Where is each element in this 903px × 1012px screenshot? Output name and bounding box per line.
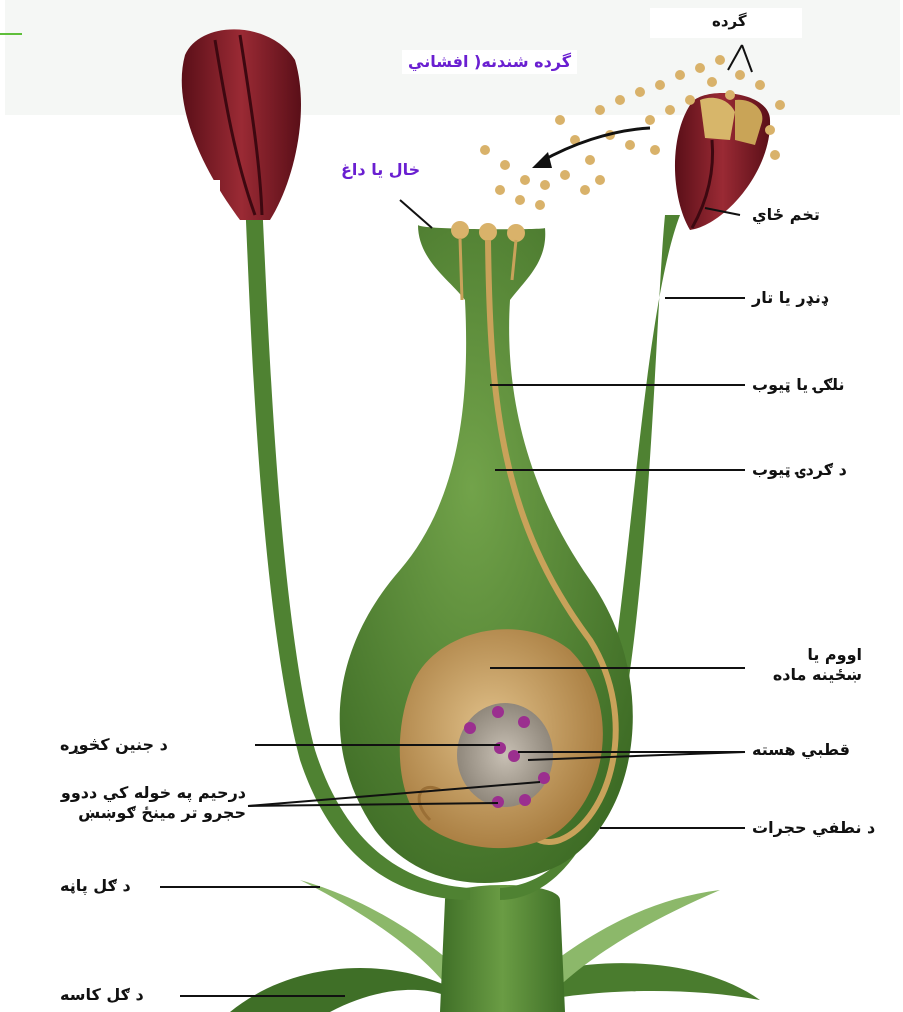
label-stigma: خال يا داغ bbox=[335, 158, 426, 182]
ovule bbox=[400, 629, 603, 848]
label-petal: د ګل پاڼه bbox=[60, 876, 131, 896]
label-sperm-nucleus: د نطفي حجرات bbox=[752, 818, 875, 838]
label-polar-nuclei: قطبي هسته bbox=[752, 740, 850, 760]
label-ovule-line1: اووم يا bbox=[752, 645, 862, 665]
label-pollination: گرده شندنه( افشاني bbox=[402, 50, 577, 74]
label-style: نلګۍ يا ټيوب bbox=[752, 375, 845, 395]
label-pollen-tube: د ګردۍ ټيوب bbox=[752, 460, 847, 480]
label-embryo-sac: د جنين کڅوړه bbox=[60, 735, 168, 755]
label-pollen: گرده bbox=[712, 12, 747, 31]
embryo-sac bbox=[457, 703, 553, 807]
label-ovule: اووم يا ښځينه ماده bbox=[752, 645, 862, 685]
blank-box bbox=[20, 180, 220, 255]
label-anther: تخم ځاي bbox=[752, 205, 820, 225]
label-antipodal-line1: درحيم په خوله کي ددوو bbox=[8, 783, 246, 803]
label-antipodal: درحيم په خوله کي ددوو حجرو تر مينځ ګوښښ bbox=[8, 783, 246, 823]
receptacle bbox=[440, 885, 565, 1012]
label-sepal: د ګل کاسه bbox=[60, 985, 144, 1005]
label-ovule-line2: ښځينه ماده bbox=[752, 665, 862, 685]
label-antipodal-line2: حجرو تر مينځ ګوښښ bbox=[8, 803, 246, 823]
label-filament: ډنډر يا تار bbox=[752, 288, 828, 308]
